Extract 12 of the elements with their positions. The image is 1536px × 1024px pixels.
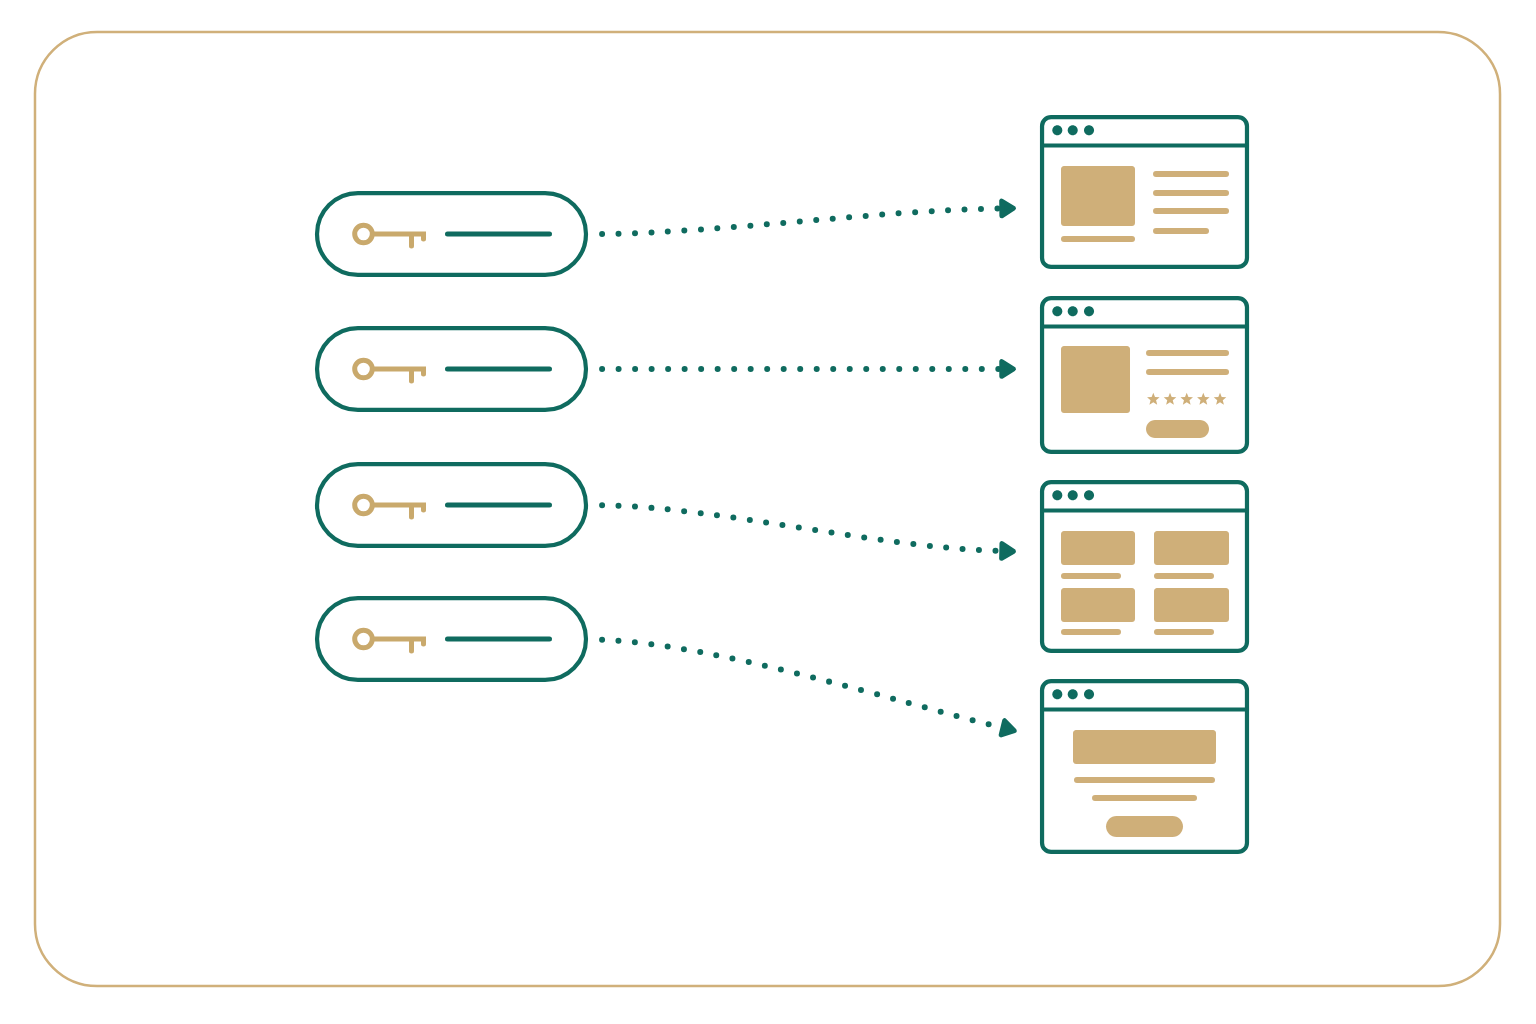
dotted-arrow [599, 198, 1016, 237]
dotted-arrow [599, 636, 1017, 738]
dotted-arrow [599, 502, 1016, 561]
browser-window [1039, 114, 1250, 270]
browser-window [1039, 295, 1250, 455]
browser-window [1039, 678, 1250, 855]
pill-box [314, 191, 589, 278]
pill-box [314, 325, 589, 413]
browser-window [1039, 479, 1250, 654]
pill-box [314, 462, 589, 549]
dotted-arrow [599, 359, 1016, 379]
pill-box [314, 596, 589, 683]
